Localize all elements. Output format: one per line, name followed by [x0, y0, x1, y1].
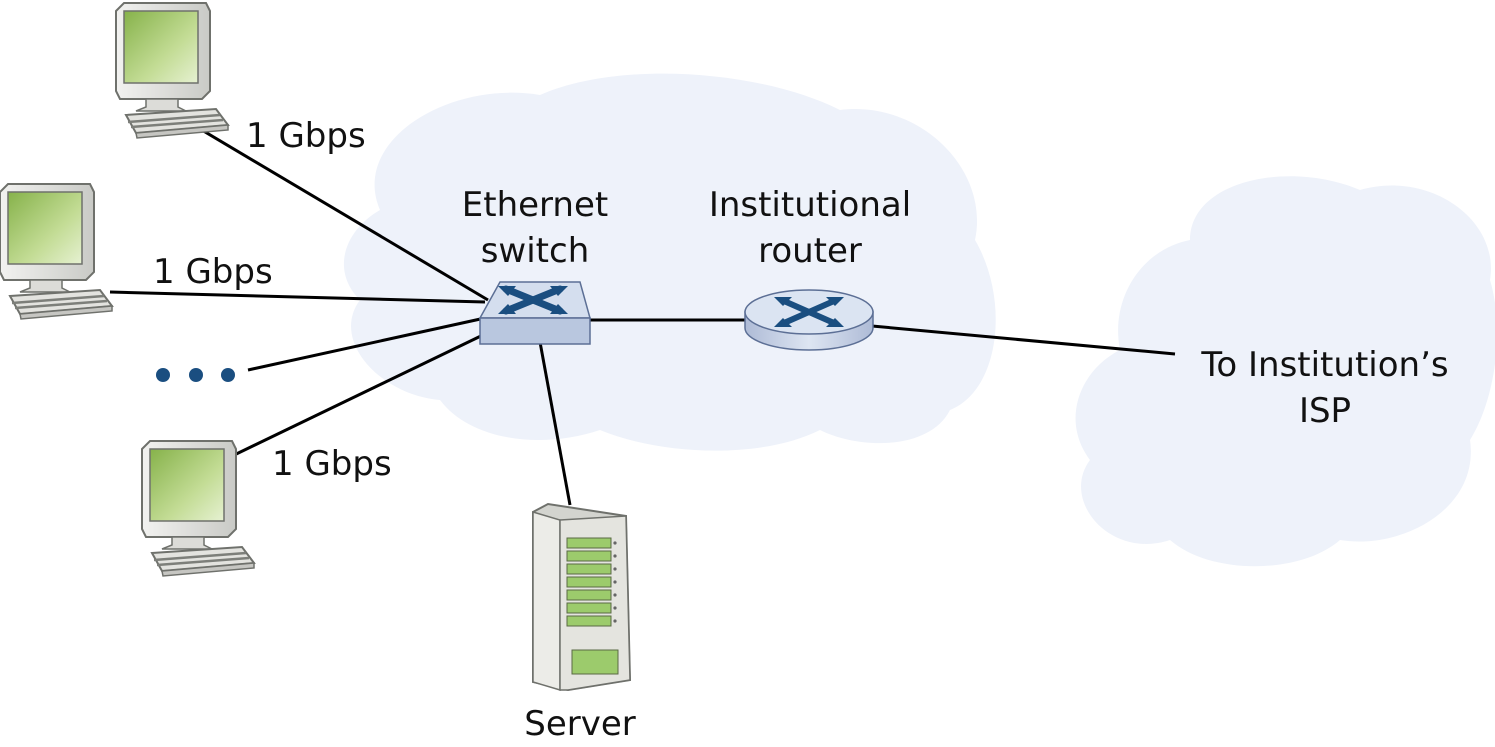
- network-links: [109, 118, 1176, 506]
- server-tower-icon: [532, 502, 632, 692]
- isp-label-line2: ISP: [1298, 391, 1352, 431]
- ethernet-switch-icon: [478, 281, 591, 345]
- link-speed-label-top: 1 Gbps: [246, 116, 366, 156]
- link-top-host: [184, 118, 489, 302]
- isp-label-line1: To Institution’s: [1201, 345, 1449, 385]
- link-speed-label-middle: 1 Gbps: [153, 252, 273, 292]
- isp-cloud: [1075, 176, 1495, 567]
- link-speed-label-bottom: 1 Gbps: [272, 444, 392, 484]
- switch-label-line2: switch: [480, 231, 590, 271]
- server-label: Server: [524, 704, 636, 744]
- middle-host-computer-icon: [0, 182, 114, 321]
- ellipsis-dots-icon: [156, 368, 235, 382]
- link-bottom-host: [227, 332, 486, 460]
- link-server: [538, 341, 572, 506]
- switch-label-line1: Ethernet: [461, 185, 609, 225]
- bottom-host-computer-icon: [140, 439, 256, 578]
- link-ellipsis-hosts: [247, 316, 486, 372]
- institution-network-cloud: [343, 73, 996, 451]
- link-middle-host: [109, 290, 486, 304]
- top-host-computer-icon: [114, 1, 230, 140]
- router-icon: [744, 289, 874, 351]
- router-label-line2: router: [758, 231, 862, 271]
- link-router-isp: [871, 324, 1176, 356]
- router-label-line1: Institutional: [708, 185, 912, 225]
